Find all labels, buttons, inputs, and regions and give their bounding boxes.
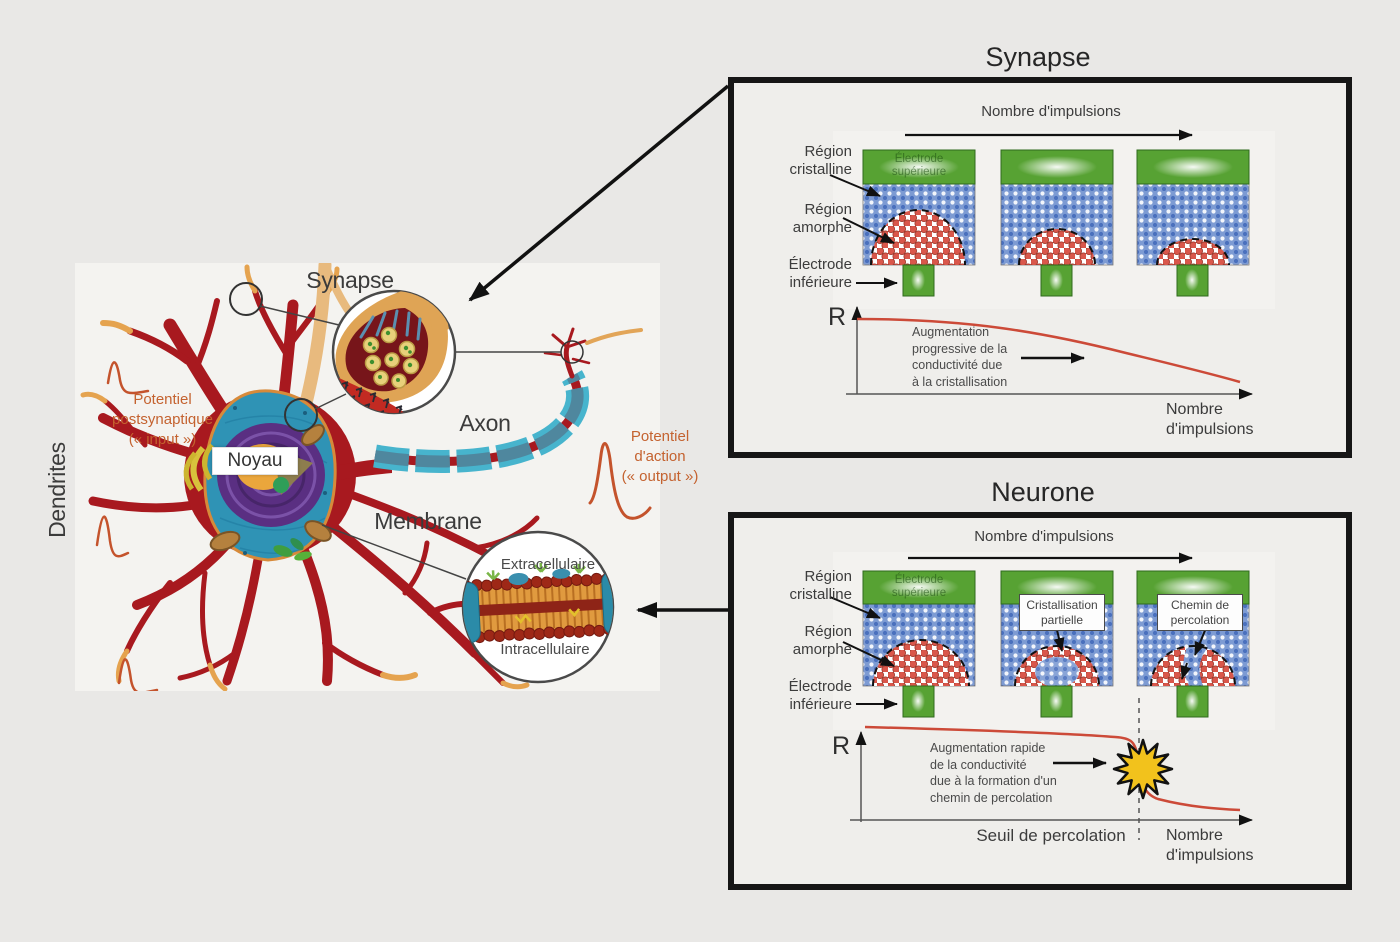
annotation-line1: Augmentation	[912, 325, 990, 339]
psp-waveforms	[95, 361, 159, 691]
electrode-sup-line2: supérieure	[891, 166, 947, 178]
axon-terminals	[543, 327, 591, 379]
x-axis-line2: d'impulsions	[1166, 421, 1254, 438]
axon-myelin	[373, 370, 590, 473]
region-cristalline-line2: cristalline	[789, 161, 852, 178]
x-axis-label: Nombre d'impulsions	[1166, 826, 1286, 866]
region-cristalline-line1: Région	[804, 143, 852, 160]
chemin-percolation-box: Chemin de percolation	[1157, 594, 1243, 631]
axon-terminal-orange-fiber	[585, 328, 643, 345]
electrode-inferieure-label: Électrode inférieure	[738, 256, 852, 292]
label-arrows	[829, 174, 898, 289]
region-cristalline-label: Région cristalline	[738, 143, 852, 179]
potentiel-action-line2: d'action	[634, 448, 686, 465]
x-axis-label: Nombre d'impulsions	[1166, 400, 1286, 440]
electrode-inf-line2: inférieure	[789, 274, 852, 291]
region-cristalline-label: Région cristalline	[738, 568, 852, 604]
electrode-superieure-label: Électrode supérieure	[863, 153, 975, 179]
annotation-line4: à la cristallisation	[912, 374, 1008, 389]
region-amorphe-line1: Région	[804, 623, 852, 640]
crist-partielle-line2: partielle	[1040, 612, 1084, 627]
connector-lines	[259, 305, 561, 580]
seuil-percolation-label: Seuil de percolation	[976, 826, 1126, 845]
crist-partielle-line1: Cristallisation	[1026, 598, 1098, 612]
potentiel-action-line3: (« output »)	[621, 468, 699, 485]
extracellulaire-label: Extracellulaire	[500, 556, 596, 573]
potentiel-post-line1: Potentiel	[133, 391, 192, 408]
region-cristalline-line1: Région	[804, 568, 852, 585]
intracellulaire-label: Intracellulaire	[500, 641, 590, 658]
electrode-sup-line1: Électrode	[894, 153, 944, 165]
zoom-marker-circles	[229, 282, 584, 432]
resistance-graph	[846, 306, 1253, 400]
chemin-perco-line1: Chemin de	[1170, 598, 1230, 612]
neuron-illustration-panel: Synapse Axon Membrane Noyau Potentiel po…	[75, 263, 698, 691]
region-amorphe-label: Région amorphe	[738, 201, 852, 237]
region-amorphe-line2: amorphe	[792, 641, 852, 658]
membrane-label: Membrane	[374, 508, 482, 534]
synapse-panel-title: Synapse	[985, 42, 1091, 72]
region-amorphe-label: Région amorphe	[738, 623, 852, 659]
resistance-graph	[850, 698, 1253, 840]
potentiel-action-label: Potentiel d'action (« output »)	[580, 427, 740, 487]
synapse-panel: Nombre d'impulsions Région cristalline R…	[728, 77, 1352, 458]
cristallisation-partielle-box: Cristallisation partielle	[1019, 594, 1105, 631]
neuron-art	[80, 263, 652, 691]
potentiel-post-line2: postsynaptique	[112, 411, 213, 428]
electrode-inferieure-label: Électrode inférieure	[738, 678, 852, 714]
annotation-line3: due à la formation d'un	[930, 774, 1057, 788]
chemin-perco-line2: percolation	[1170, 612, 1230, 627]
graph-annotation: Augmentation progressive de la conductiv…	[912, 324, 1067, 390]
electrode-sup-line1: Électrode	[894, 574, 944, 586]
annotation-line2: progressive de la	[912, 341, 1008, 356]
membrane-detail-circle	[461, 530, 615, 684]
annotation-line2: de la conductivité	[930, 757, 1027, 772]
x-axis-line1: Nombre	[1166, 827, 1223, 844]
r-axis-label: R	[828, 303, 847, 331]
noyau-label: Noyau	[212, 447, 298, 475]
electrode-inf-line2: inférieure	[789, 696, 852, 713]
action-potential-waveform	[588, 442, 652, 520]
potentiel-post-line3: (« input »)	[128, 431, 197, 448]
synapse-detail-circle	[331, 289, 457, 415]
x-axis-line2: d'impulsions	[1166, 847, 1254, 864]
label-arrows	[829, 596, 898, 710]
region-amorphe-line2: amorphe	[792, 219, 852, 236]
electrode-sup-line2: supérieure	[891, 587, 947, 599]
potentiel-action-line1: Potentiel	[630, 428, 690, 445]
dendrites-label: Dendrites	[44, 442, 70, 538]
potentiel-postsynaptique-label: Potentiel postsynaptique (« input »)	[75, 390, 250, 450]
region-cristalline-line2: cristalline	[789, 586, 852, 603]
annotation-line1: Augmentation rapide	[930, 741, 1046, 755]
annotation-line3: conductivité due	[912, 358, 1003, 372]
synapse-panel-graphics	[829, 129, 1275, 400]
graph-annotation: Augmentation rapide de la conductivité d…	[930, 740, 1100, 806]
r-axis-label: R	[832, 732, 851, 760]
electrode-inf-line1: Électrode	[788, 678, 852, 695]
electrode-inf-line1: Électrode	[788, 256, 852, 273]
pcm-devices	[862, 149, 1250, 297]
percolation-starburst-icon	[1112, 738, 1174, 800]
pulses-header: Nombre d'impulsions	[974, 528, 1114, 545]
synapse-label: Synapse	[306, 267, 394, 293]
annotation-line4: chemin de percolation	[930, 790, 1053, 805]
x-axis-line1: Nombre	[1166, 401, 1223, 418]
neurone-panel-title: Neurone	[991, 477, 1095, 507]
electrode-superieure-label: Électrode supérieure	[863, 574, 975, 600]
region-amorphe-line1: Région	[804, 201, 852, 218]
axon-label: Axon	[459, 410, 511, 436]
neurone-panel: Nombre d'impulsions Région cristalline R…	[728, 512, 1352, 890]
pulses-header: Nombre d'impulsions	[981, 103, 1121, 120]
